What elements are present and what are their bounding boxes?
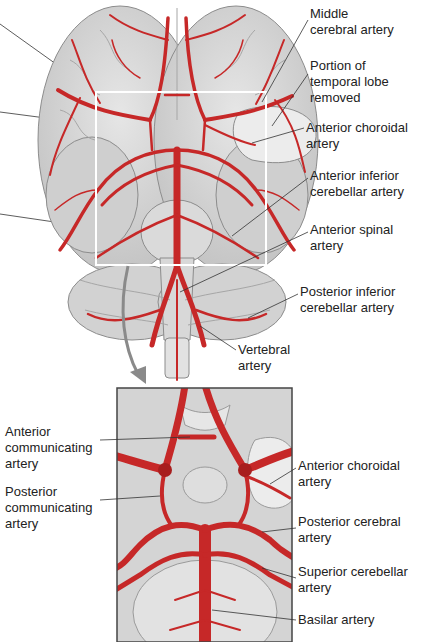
part-label: Superior cerebellar artery <box>298 564 426 596</box>
part-label: Anterior spinal artery <box>310 222 410 254</box>
part-label: Posterior inferior cerebellar artery <box>300 284 424 316</box>
inset-view <box>112 385 300 642</box>
part-label: Anterior choroidal artery <box>298 458 424 490</box>
part-label: Anterior inferior cerebellar artery <box>310 168 426 200</box>
part-label: Basilar artery <box>298 612 418 628</box>
part-label: Vertebral artery <box>238 342 312 374</box>
part-label: Middle cerebral artery <box>310 6 396 38</box>
arteries <box>50 15 305 380</box>
part-label: Posterior communicating artery <box>5 484 105 532</box>
leader-lines <box>100 20 308 620</box>
part-label: Posterior cerebral artery <box>298 514 418 546</box>
part-label: Portion of temporal lobe removed <box>310 58 410 106</box>
part-label: Anterior communicating artery <box>5 424 105 472</box>
zoom-arrow <box>123 266 146 384</box>
part-label: Anterior choroidal artery <box>306 120 428 152</box>
highlight-box <box>96 92 266 265</box>
